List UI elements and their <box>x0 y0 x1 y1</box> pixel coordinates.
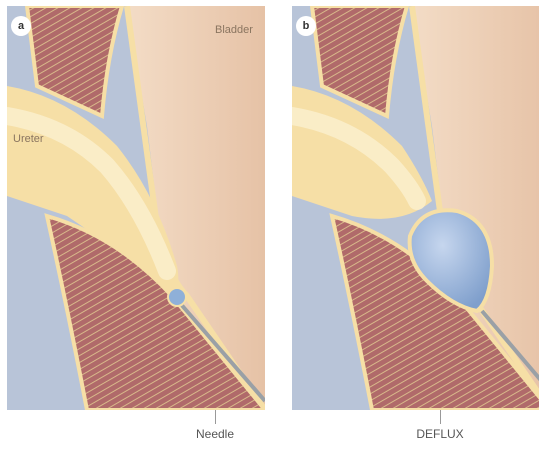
panel-a: a Bladder Ureter <box>7 6 265 410</box>
small-bolus <box>168 288 186 306</box>
panel-b-badge: b <box>296 16 316 36</box>
panel-a-illustration <box>7 6 265 410</box>
bladder-label: Bladder <box>215 24 253 36</box>
panel-b: b <box>292 6 539 410</box>
panel-a-badge: a <box>11 16 31 36</box>
ureter-label: Ureter <box>13 133 44 145</box>
caption-a: Needle <box>190 427 240 441</box>
caption-a-tick <box>215 410 216 424</box>
panel-b-illustration <box>292 6 539 410</box>
caption-b: DEFLUX <box>410 427 470 441</box>
caption-b-tick <box>440 410 441 424</box>
